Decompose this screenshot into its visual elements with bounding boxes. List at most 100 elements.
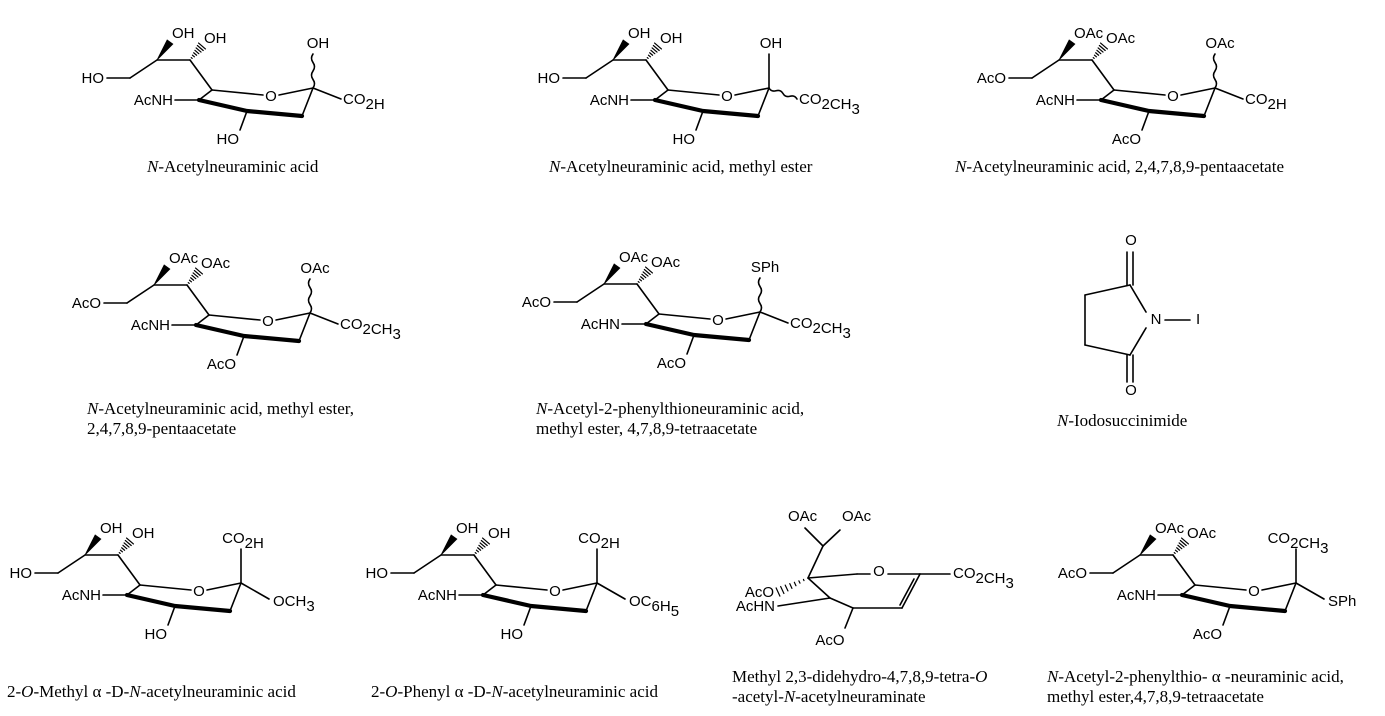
hash-mark xyxy=(192,272,199,278)
c2-top-substituent-label: SPh xyxy=(751,259,779,276)
ring-bond-o-c2 xyxy=(1180,87,1216,96)
c7-substituent-label: OAc xyxy=(1187,525,1217,542)
c7-substituent-label: OAc xyxy=(651,254,681,271)
c7-substituent-label: OAc xyxy=(201,255,231,272)
c2-equatorial-substituent-label: OC6H5 xyxy=(629,593,679,620)
ring-front-edge xyxy=(480,592,589,614)
hash-mark xyxy=(187,281,190,285)
bond-c4-o xyxy=(239,110,248,131)
hash-mark xyxy=(474,551,477,555)
c8-substituent-label: OH xyxy=(628,25,651,42)
ring-front-edge xyxy=(196,97,305,119)
c7-hash xyxy=(1173,537,1190,555)
c4-substituent-label: AcO xyxy=(815,632,844,649)
c5-substituent-label: AcHN xyxy=(581,316,620,333)
ring-bond-c5-c6 xyxy=(126,584,141,596)
hash-mark xyxy=(1178,542,1185,548)
bond-c4-o xyxy=(695,110,704,131)
c5-substituent-label: AcNH xyxy=(590,92,629,109)
hash-mark xyxy=(1097,47,1104,53)
hash-mark xyxy=(789,583,793,589)
c5-substituent-label: AcNH xyxy=(418,587,457,604)
c7-substituent-label: OH xyxy=(488,525,511,542)
hash-mark xyxy=(122,544,128,550)
hash-mark xyxy=(1177,544,1183,550)
c8-substituent-label: OAc xyxy=(169,250,199,267)
hash-mark xyxy=(118,551,121,555)
hash-mark xyxy=(793,581,797,587)
c2-right-substituent-label: CO2CH3 xyxy=(799,91,860,118)
bond-c2-c1 xyxy=(1214,87,1244,100)
c7-substituent-label: AcO xyxy=(745,584,774,601)
caption-compound-8: 2-O-Phenyl α -D-N-acetylneuraminic acid xyxy=(371,682,658,702)
ring-double-bond-inner xyxy=(899,578,915,606)
ring-bond-o-c2 xyxy=(734,87,770,96)
c2-equatorial-substituent-label: SPh xyxy=(1328,593,1356,610)
c7-hash xyxy=(190,42,207,60)
bond-c6-c7 xyxy=(1172,554,1196,586)
ring-bond-c2-c3 xyxy=(585,582,598,612)
caption-line: N-Acetylneuraminic acid, methyl ester, xyxy=(87,399,354,418)
hash-mark xyxy=(194,49,200,55)
caption-compound-9: Methyl 2,3-didehydro-4,7,8,9-tetra-O-ace… xyxy=(732,667,987,707)
ring-oxygen-label: O xyxy=(265,88,277,105)
caption-compound-3: N-Acetylneuraminic acid, 2,4,7,8,9-penta… xyxy=(955,157,1284,177)
bond-c4-o xyxy=(523,605,532,626)
c8-wedge xyxy=(1139,534,1157,556)
hash-mark xyxy=(1098,44,1106,52)
bond-c8-c9 xyxy=(576,283,605,303)
c8-wedge xyxy=(440,534,458,556)
bond-c4-o xyxy=(167,605,176,626)
hash-mark xyxy=(1093,54,1098,58)
bond-c4-o xyxy=(1141,110,1150,131)
c8-wedge xyxy=(612,39,630,61)
ring-front-edge xyxy=(643,321,752,343)
caption-compound-10: N-Acetyl-2-phenylthio- α -neuraminic aci… xyxy=(1047,667,1344,707)
hash-mark xyxy=(775,587,781,597)
ring-bond-c2-c3 xyxy=(301,87,314,117)
bond-c6-c7 xyxy=(189,59,213,91)
ring-bond-c6-o xyxy=(658,313,711,320)
bond-c8-c9 xyxy=(126,284,155,304)
c4-substituent-label: AcO xyxy=(1193,626,1222,643)
top-oxygen-label: O xyxy=(1125,232,1137,249)
c7-substituent-label: OH xyxy=(204,30,227,47)
ring-bond-o-c2 xyxy=(1261,582,1297,591)
c5-substituent-label: AcNH xyxy=(62,587,101,604)
c9-substituent-label: HO xyxy=(82,70,105,87)
c8-substituent-label: OAc xyxy=(1074,25,1104,42)
ring-bond-o-c2 xyxy=(725,311,761,320)
hash-mark xyxy=(644,266,654,274)
bond-c6-c7 xyxy=(645,59,669,91)
hash-mark xyxy=(191,274,197,280)
bond-c4-o xyxy=(844,607,854,629)
c2-axial-substituent-label: CO2CH3 xyxy=(1268,530,1329,557)
c5-substituent-label: AcHN xyxy=(736,598,775,615)
hash-mark xyxy=(197,42,207,50)
ring-oxygen-label: O xyxy=(873,563,885,580)
hash-mark xyxy=(123,542,130,548)
ring-bond-c2-c3 xyxy=(757,87,770,117)
c2-right-substituent-label: CO2CH3 xyxy=(340,316,401,343)
caption-line: N-Acetylneuraminic acid xyxy=(147,157,319,176)
c5-substituent-label: AcNH xyxy=(1036,92,1075,109)
hash-mark xyxy=(638,278,643,282)
c2-wavy-bond xyxy=(307,278,313,314)
bond-c5-n xyxy=(777,597,831,607)
c8-substituent-label: OAc xyxy=(842,508,872,525)
caption-compound-5: N-Acetyl-2-phenylthioneuraminic acid,met… xyxy=(536,399,804,439)
ring-bond-c2-c3 xyxy=(298,312,311,342)
bond-c8-c9 xyxy=(804,527,824,547)
caption-line: N-Acetylneuraminic acid, methyl ester xyxy=(549,157,813,176)
ring-oxygen-label: O xyxy=(1167,88,1179,105)
c2-right-substituent-label: CO2CH3 xyxy=(790,315,851,342)
caption-line: N-Acetylneuraminic acid, 2,4,7,8,9-penta… xyxy=(955,157,1284,176)
bond-c8-c9 xyxy=(413,554,442,574)
ring-bond-c6-o xyxy=(1113,89,1166,96)
bond-c7-c8 xyxy=(807,545,824,579)
